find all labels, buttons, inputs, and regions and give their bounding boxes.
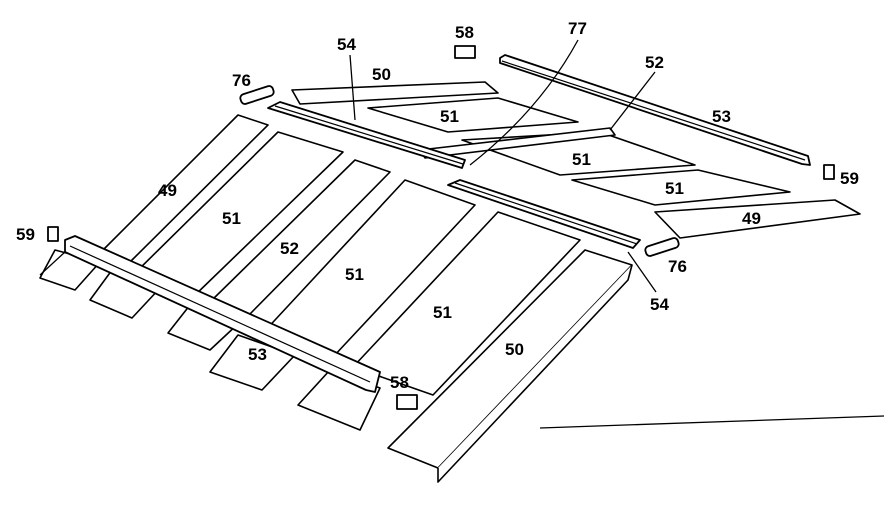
callout-53-front: 53: [248, 345, 267, 364]
handle-76-back: [239, 85, 275, 105]
leader-77: [469, 39, 579, 166]
callout-52-back: 52: [645, 53, 664, 72]
callout-50-back: 50: [372, 65, 391, 84]
rail-54-upper-edge: [274, 105, 464, 165]
bracket-59-left: [47, 226, 59, 242]
callout-51-back2: 51: [572, 150, 591, 169]
callout-51-c: 51: [433, 303, 452, 322]
rail-54-lower-edge: [454, 182, 638, 245]
callout-53-back: 53: [712, 107, 731, 126]
rail-53-back-edge: [501, 60, 806, 161]
callout-58-front: 58: [390, 373, 409, 392]
callout-59-right: 59: [840, 169, 859, 188]
callout-59-left: 59: [16, 225, 35, 244]
callout-51-b: 51: [345, 265, 364, 284]
leader-54-right: [627, 251, 657, 293]
callout-49-left: 49: [158, 181, 177, 200]
panel-51-back-3: [571, 169, 791, 206]
leader-front-left: [39, 251, 66, 276]
callout-58-back: 58: [455, 23, 474, 42]
callout-76-right: 76: [668, 257, 687, 276]
callout-54-back: 54: [337, 35, 356, 54]
panel-49-back: [654, 199, 861, 239]
callout-54-right: 54: [650, 295, 669, 314]
baseline-stroke: [539, 415, 885, 429]
callout-52-front: 52: [280, 239, 299, 258]
callout-50-front: 50: [505, 340, 524, 359]
end-cap-58-back: [454, 45, 476, 59]
bracket-59-right: [823, 164, 835, 180]
end-cap-58-front: [396, 394, 418, 410]
rail-53-front-edge: [69, 245, 371, 383]
handle-76-right: [644, 237, 680, 257]
callout-76-back: 76: [232, 71, 251, 90]
leader-54-back: [349, 54, 356, 121]
panel-51-front-c: [352, 211, 581, 396]
leader-52-back: [609, 71, 656, 131]
panel-51-back-1: [367, 97, 579, 133]
callout-51-back1: 51: [440, 107, 459, 126]
panel-50-back: [291, 81, 499, 105]
panel-50-front-lip: [437, 264, 633, 483]
callout-77: 77: [568, 19, 587, 38]
callout-51-back3: 51: [665, 179, 684, 198]
rail-53-back: [499, 54, 811, 166]
callout-51-a: 51: [222, 209, 241, 228]
callout-49-right: 49: [742, 209, 761, 228]
